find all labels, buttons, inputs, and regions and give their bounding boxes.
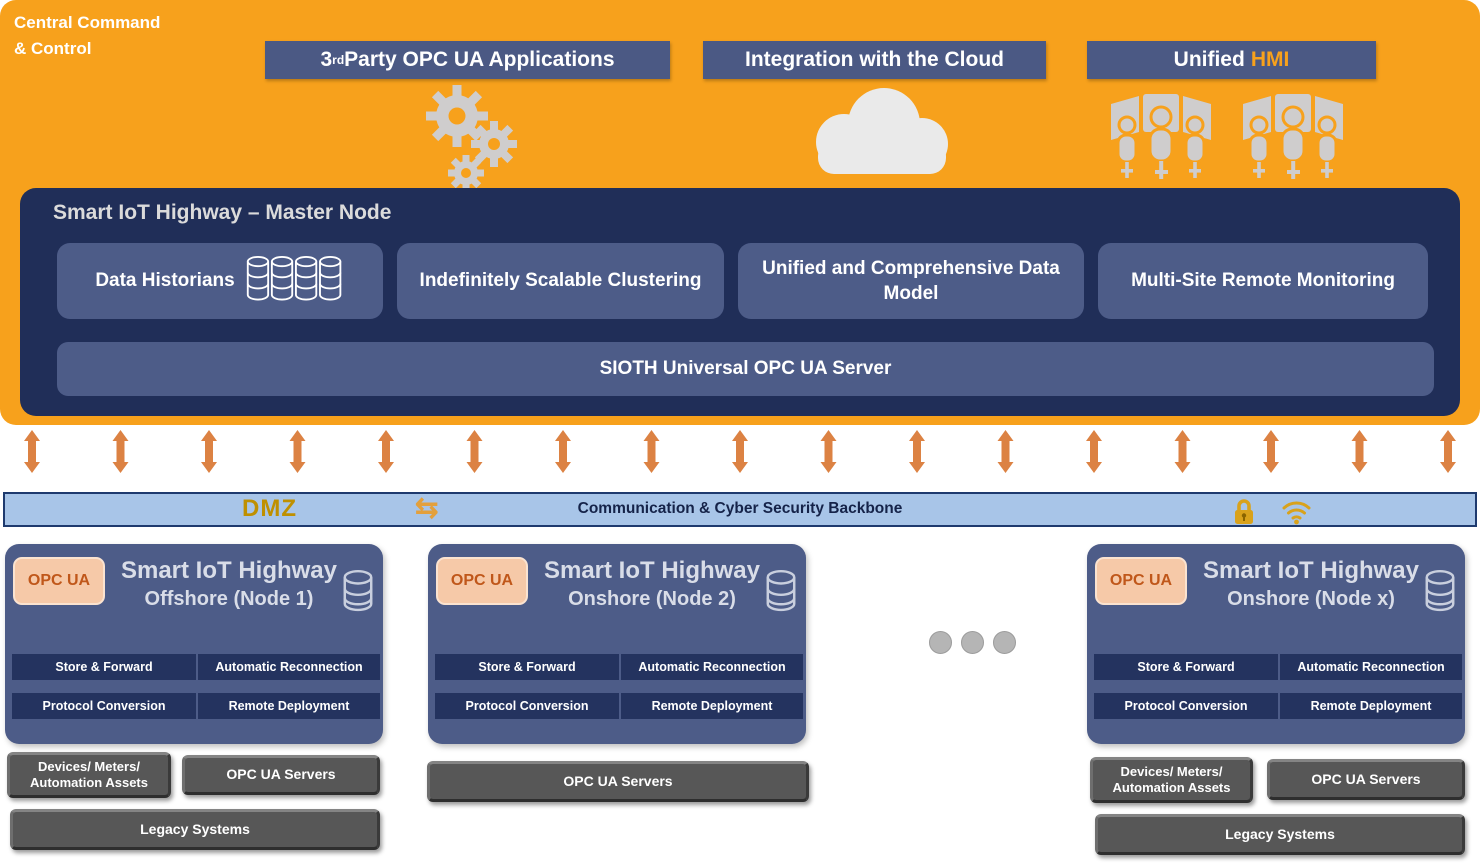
security-backbone-bar: DMZ ⇆ Communication & Cyber Security Bac…	[3, 492, 1477, 527]
sioth-server-bar: SIOTH Universal OPC UA Server	[57, 342, 1434, 396]
legacy-systems-box: Legacy Systems	[10, 809, 380, 850]
apps-title-rest: Party OPC UA Applications	[344, 48, 615, 71]
master-node-title: Smart IoT Highway – Master Node	[53, 201, 392, 224]
banner-corner-label-line2: & Control	[14, 39, 92, 59]
dmz-label: DMZ	[242, 495, 297, 522]
devices-meters-box: Devices/ Meters/ Automation Assets	[7, 752, 171, 798]
node-onshore-2: OPC UA Smart IoT Highway Onshore (Node 2…	[428, 544, 806, 744]
feat-auto-reconnect: Automatic Reconnection	[1280, 654, 1462, 680]
hmi-operators-icon	[1111, 94, 1211, 179]
feat-auto-reconnect: Automatic Reconnection	[621, 654, 803, 680]
node-onshore-x: OPC UA Smart IoT Highway Onshore (Node x…	[1087, 544, 1465, 744]
dmz-exchange-icon: ⇆	[415, 492, 439, 523]
hmi-operators-icons	[1105, 88, 1349, 188]
banner-corner-label: Central Command & Control	[14, 10, 160, 63]
apps-title-num: 3	[320, 48, 333, 71]
feat-store-forward: Store & Forward	[1094, 654, 1278, 680]
database-icon	[764, 568, 798, 620]
unified-hmi-title: Unified HMI	[1087, 41, 1376, 79]
hmi-title-orange: HMI	[1250, 48, 1290, 71]
node-x-title: Smart IoT Highway Onshore (Node x)	[1202, 557, 1420, 610]
sync-arrows-row	[0, 429, 1480, 475]
feat-remote-deployment: Remote Deployment	[1280, 693, 1462, 719]
backbone-label: Communication & Cyber Security Backbone	[577, 500, 903, 517]
hmi-title-white: Unified	[1173, 48, 1245, 71]
legacy-systems-box: Legacy Systems	[1095, 814, 1465, 855]
opc-ua-badge: OPC UA	[13, 557, 105, 605]
banner-corner-label-line1: Central Command	[14, 13, 161, 32]
feat-protocol-conversion: Protocol Conversion	[435, 693, 619, 719]
opc-ua-servers-box: OPC UA Servers	[1267, 759, 1465, 800]
feature-multisite-monitoring: Multi-Site Remote Monitoring	[1098, 243, 1428, 319]
opc-ua-servers-box: OPC UA Servers	[427, 761, 809, 802]
lock-icon	[1232, 497, 1256, 531]
node-2-title: Smart IoT Highway Onshore (Node 2)	[543, 557, 761, 610]
opc-ua-badge: OPC UA	[1095, 557, 1187, 605]
node-2-features: Store & Forward Automatic Reconnection P…	[435, 654, 803, 719]
feat-store-forward: Store & Forward	[435, 654, 619, 680]
database-icon	[1423, 568, 1457, 620]
wifi-icon	[1281, 498, 1312, 530]
gears-icon	[405, 80, 535, 197]
cloud-integration-title: Integration with the Cloud	[703, 41, 1046, 79]
hmi-operators-icon	[1243, 94, 1343, 179]
node-1-title: Smart IoT Highway Offshore (Node 1)	[120, 557, 338, 610]
cloud-icon	[792, 84, 972, 181]
node-offshore-1: OPC UA Smart IoT Highway Offshore (Node …	[5, 544, 383, 744]
feat-protocol-conversion: Protocol Conversion	[1094, 693, 1278, 719]
feat-remote-deployment: Remote Deployment	[198, 693, 380, 719]
feature-unified-data-model: Unified and Comprehensive Data Model	[738, 243, 1084, 319]
feat-remote-deployment: Remote Deployment	[621, 693, 803, 719]
devices-meters-box: Devices/ Meters/ Automation Assets	[1090, 757, 1253, 803]
opc-ua-badge: OPC UA	[436, 557, 528, 605]
feat-protocol-conversion: Protocol Conversion	[12, 693, 196, 719]
node-1-features: Store & Forward Automatic Reconnection P…	[12, 654, 380, 719]
feature-scalable-clustering: Indefinitely Scalable Clustering	[397, 243, 724, 319]
ellipsis-icon	[929, 631, 1016, 654]
feat-auto-reconnect: Automatic Reconnection	[198, 654, 380, 680]
database-stack-icon	[246, 256, 341, 301]
master-node-features: Data Historians	[57, 243, 1428, 319]
feat-store-forward: Store & Forward	[12, 654, 196, 680]
feature-data-historians: Data Historians	[57, 243, 383, 319]
database-icon	[341, 568, 375, 620]
opc-ua-servers-box: OPC UA Servers	[182, 755, 380, 795]
node-x-features: Store & Forward Automatic Reconnection P…	[1094, 654, 1462, 719]
master-node-panel: Smart IoT Highway – Master Node Data His…	[20, 188, 1460, 416]
